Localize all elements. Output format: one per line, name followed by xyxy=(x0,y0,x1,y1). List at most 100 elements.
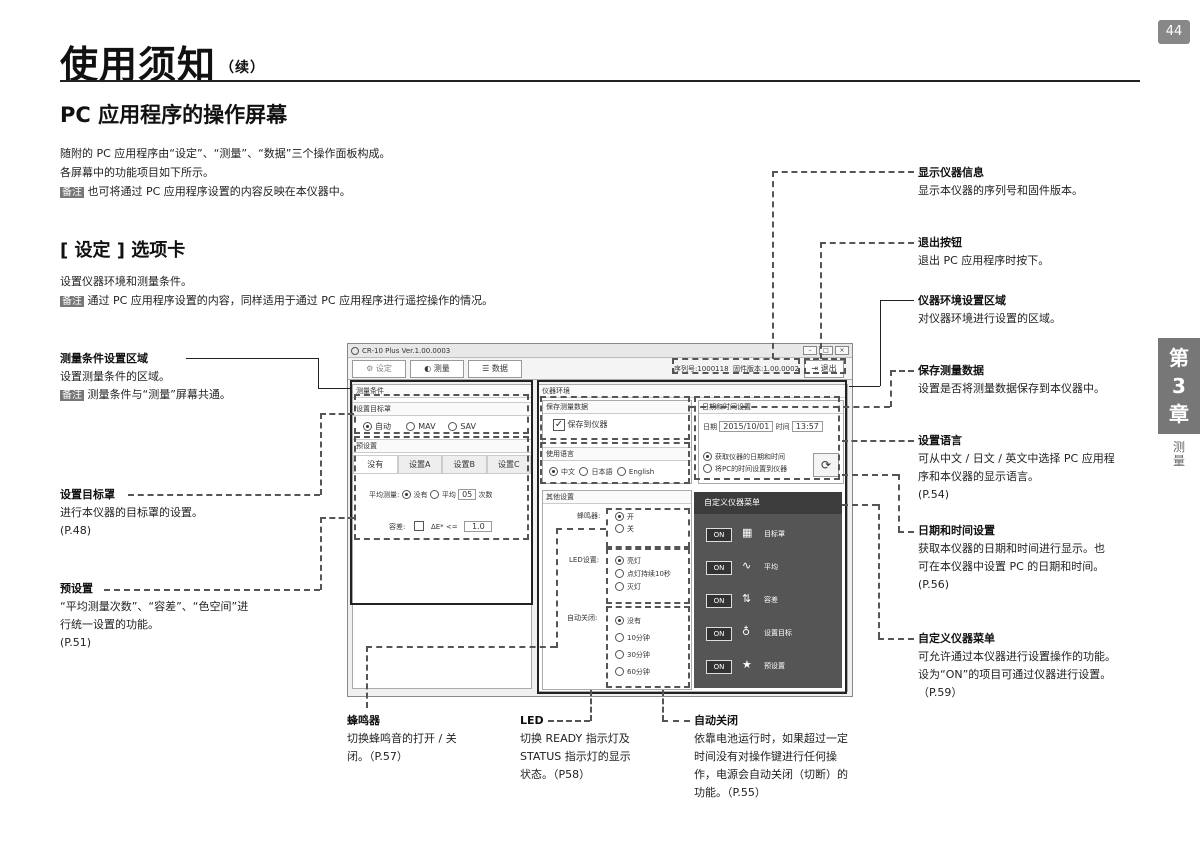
lang-en[interactable]: English xyxy=(616,467,654,476)
ann-note: 备注 测量条件与“测量”屏幕共通。 xyxy=(60,386,231,405)
leader-meas-1 xyxy=(186,358,318,359)
tab-label: 数据 xyxy=(491,364,508,373)
maximize-icon[interactable]: □ xyxy=(819,346,833,355)
option-label: 灭灯 xyxy=(627,583,641,591)
refresh-icon[interactable]: ⟳ xyxy=(813,453,839,477)
on-toggle[interactable]: ON xyxy=(706,528,732,542)
auto-10[interactable]: 10分钟 xyxy=(615,630,650,647)
tab-settings[interactable]: ⚙ 设定 xyxy=(352,360,406,378)
env-area-frame xyxy=(537,380,847,694)
led-on[interactable]: 亮灯 xyxy=(615,555,671,568)
list-icon: ☰ xyxy=(482,364,490,373)
option-label: 平均 xyxy=(441,491,456,499)
preset-tab[interactable]: 设置B xyxy=(442,455,487,474)
dt-get[interactable]: 获取仪器的日期和时间 xyxy=(703,451,787,463)
lang-title: 使用语言 xyxy=(543,447,691,461)
save-check-row[interactable]: ✓ 保存到仪器 xyxy=(553,419,608,431)
lang-ja[interactable]: 日本語 xyxy=(579,467,612,476)
dt-set[interactable]: 将PC的时间设置到仪器 xyxy=(703,463,787,475)
avg-label: 平均测量: xyxy=(369,491,400,499)
leader-led-1 xyxy=(548,720,590,722)
radio-icon xyxy=(615,524,624,533)
lang-zh[interactable]: 中文 xyxy=(549,467,575,476)
chapter-char-3: 章 xyxy=(1169,402,1189,426)
ann-title: 自动关闭 xyxy=(694,714,738,727)
wave-icon: ∿ xyxy=(742,559,752,572)
intro-line-1: 随附的 PC 应用程序由“设定”、“测量”、“数据”三个操作面板构成。 xyxy=(60,147,391,160)
annotation-custom: 自定义仪器菜单 可允许通过本仪器进行设置操作的功能。 设为“ON”的项目可通过仪… xyxy=(918,630,1116,702)
dt-values: 日期 2015/10/01 时间 13:57 xyxy=(703,421,823,432)
target-mav[interactable]: MAV xyxy=(406,422,436,431)
leader-info-1 xyxy=(772,171,914,173)
tab-data[interactable]: ☰ 数据 xyxy=(468,360,522,378)
avg-unit: 次数 xyxy=(478,491,493,499)
leader-buzzer-4 xyxy=(556,528,606,530)
menu-title: 自定义仪器菜单 xyxy=(694,492,842,514)
avg-row: 平均测量: 没有 平均 05 次数 xyxy=(369,489,492,500)
preset-tab[interactable]: 没有 xyxy=(353,455,398,474)
chapter-subtitle: 测 量 xyxy=(1168,440,1190,468)
tolerance-checkbox[interactable] xyxy=(414,521,425,531)
ann-body: 可从中文 / 日文 / 英文中选择 PC 应用程 xyxy=(918,452,1115,465)
auto-none[interactable]: 没有 xyxy=(615,613,650,630)
page-number: 44 xyxy=(1158,20,1190,44)
ann-body: 设置测量条件的区域。 xyxy=(60,370,170,383)
tab-desc: 设置仪器环境和测量条件。 备注 通过 PC 应用程序设置的内容，同样适用于通过 … xyxy=(60,272,493,311)
led-10s[interactable]: 点灯持续10秒 xyxy=(615,568,671,581)
leader-save-1 xyxy=(690,406,890,408)
gear-icon: ⚙ xyxy=(366,364,374,373)
led-off[interactable]: 灭灯 xyxy=(615,581,671,594)
leader-meas-2 xyxy=(318,358,319,388)
leader-custom-2 xyxy=(878,504,880,638)
on-toggle[interactable]: ON xyxy=(706,627,732,641)
tab-heading: [ 设定 ] 选项卡 xyxy=(60,240,186,261)
ann-body: 时间没有对操作键进行任何操 xyxy=(694,750,837,763)
option-label: 60分钟 xyxy=(627,668,650,676)
ann-ref: （P.59） xyxy=(918,686,963,699)
auto-30[interactable]: 30分钟 xyxy=(615,647,650,664)
option-label: MAV xyxy=(418,422,436,431)
radio-icon xyxy=(448,422,458,431)
on-toggle[interactable]: ON xyxy=(706,660,732,674)
avg-average[interactable]: 平均 xyxy=(429,490,456,499)
other-panel: 其他设置 蜂鸣器: 开 关 LED设置: 亮灯 点灯持续10秒 灭灯 自动关闭:… xyxy=(542,490,692,690)
auto-60[interactable]: 60分钟 xyxy=(615,664,650,681)
ann-body: 可允许通过本仪器进行设置操作的功能。 xyxy=(918,650,1116,663)
leader-exit-1 xyxy=(820,242,914,244)
on-toggle[interactable]: ON xyxy=(706,561,732,575)
preset-title: 预设置 xyxy=(353,439,531,453)
menu-item-average: ON ∿ 平均 xyxy=(694,555,842,583)
avg-none[interactable]: 没有 xyxy=(401,490,428,499)
ann-body: 功能。（P.55） xyxy=(694,786,766,799)
leader-preset-3 xyxy=(320,517,354,519)
leader-target-2 xyxy=(320,413,322,495)
tab-label: 测量 xyxy=(433,364,450,373)
target-auto[interactable]: 自动 xyxy=(363,422,391,431)
buzzer-on[interactable]: 开 xyxy=(615,511,634,523)
lang-options: 中文 日本語 English xyxy=(549,467,654,477)
time-value: 13:57 xyxy=(791,421,823,432)
leader-meas-3 xyxy=(318,388,350,389)
leader-led-2 xyxy=(590,690,592,721)
ann-body: 作，电源会自动关闭（切断）的 xyxy=(694,768,848,781)
preset-tab[interactable]: 设置A xyxy=(397,455,442,474)
ann-body: 对仪器环境进行设置的区域。 xyxy=(918,312,1061,325)
on-toggle[interactable]: ON xyxy=(706,594,732,608)
title-rule xyxy=(60,80,1140,82)
tab-measure[interactable]: ◐ 测量 xyxy=(410,360,464,378)
datetime-frame xyxy=(694,396,840,480)
tolerance-row: 容差: ΔE* <= 1.0 xyxy=(389,521,493,532)
target-title: 设置目标罩 xyxy=(353,402,531,416)
auto-off-frame xyxy=(606,606,690,688)
annotation-meas-area: 测量条件设置区域 设置测量条件的区域。 备注 测量条件与“测量”屏幕共通。 xyxy=(60,350,231,405)
tol-value-input[interactable]: 1.0 xyxy=(464,521,493,532)
buzzer-off[interactable]: 关 xyxy=(615,523,634,535)
target-sav[interactable]: SAV xyxy=(448,422,476,431)
date-value: 2015/10/01 xyxy=(719,421,774,432)
date-label: 日期 xyxy=(703,423,717,431)
avg-count-input[interactable]: 05 xyxy=(458,489,477,500)
minimize-icon[interactable]: – xyxy=(803,346,817,355)
preset-tab[interactable]: 设置C xyxy=(486,455,531,474)
close-icon[interactable]: × xyxy=(835,346,849,355)
leader-buzzer-1 xyxy=(366,646,556,648)
